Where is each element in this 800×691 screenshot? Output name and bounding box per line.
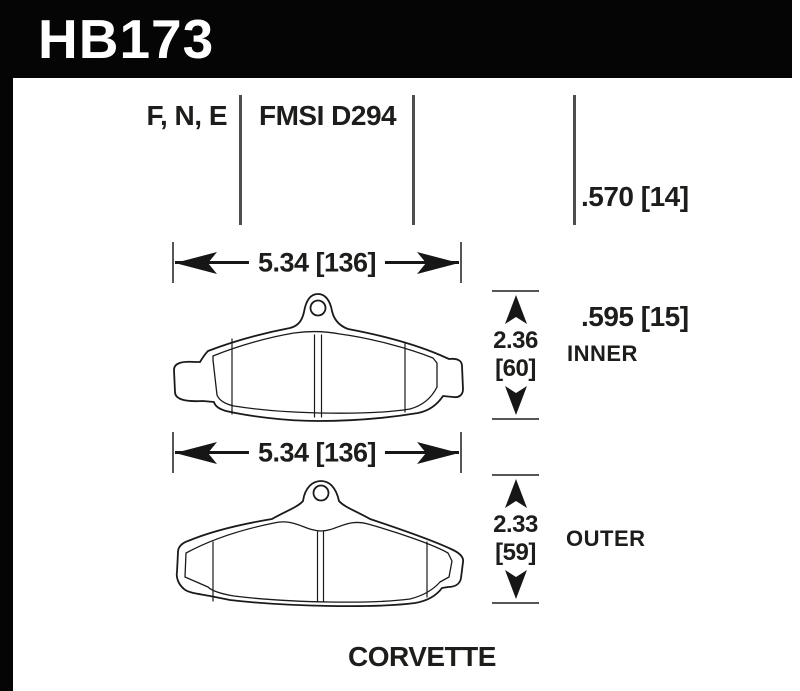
friction-material-outline: [212, 330, 438, 414]
inner-height-mm: [60]: [495, 355, 536, 382]
dimension-tick: [172, 242, 174, 283]
inner-height-inches: 2.36: [493, 327, 538, 354]
inner-pad-drawing: [173, 293, 464, 422]
column-divider-2: [412, 95, 415, 225]
outer-height-inches: 2.33: [493, 511, 538, 538]
column-divider-3: [573, 95, 576, 225]
dimension-tick: [172, 432, 174, 473]
inner-height-dimension: 2.36 [60]: [492, 290, 539, 420]
arrowhead-up-icon: [504, 479, 527, 508]
dimension-tick: [460, 432, 462, 473]
left-border-strip: [0, 78, 13, 691]
arrowhead-right-icon: [417, 442, 459, 464]
inner-pad-label: INNER: [567, 341, 638, 366]
dimension-tick: [492, 602, 539, 604]
friction-material-outline: [184, 521, 453, 603]
vehicle-name: CORVETTE: [348, 641, 496, 672]
dimension-tick: [492, 290, 539, 292]
arrowhead-left-icon: [175, 442, 217, 464]
outer-pad-label: OUTER: [566, 526, 646, 551]
arrowhead-down-icon: [504, 386, 527, 415]
arrowhead-down-icon: [504, 570, 527, 599]
outer-width-value: 5.34 [136]: [248, 437, 386, 468]
dimension-tick: [460, 242, 462, 283]
pad-thickness: .570 [14] .595 [15]: [581, 97, 689, 417]
arrowhead-up-icon: [504, 295, 527, 324]
mounting-hole: [309, 299, 327, 317]
mounting-hole: [312, 484, 330, 502]
pad-thickness-line2: .595 [15]: [581, 301, 689, 332]
outer-height-mm: [59]: [495, 539, 536, 566]
dimension-tick: [492, 418, 539, 420]
pad-backing-outline: [175, 480, 465, 608]
arrowhead-left-icon: [175, 252, 217, 274]
outer-height-dimension: 2.33 [59]: [492, 474, 539, 604]
dimension-tick: [492, 474, 539, 476]
part-number-banner: HB173: [0, 0, 792, 78]
compound-codes: F, N, E: [146, 100, 227, 131]
inner-width-value: 5.34 [136]: [248, 247, 386, 278]
outer-width-dimension: 5.34 [136]: [172, 432, 462, 473]
outer-pad-drawing: [175, 480, 465, 608]
part-number: HB173: [38, 8, 215, 70]
pad-backing-outline: [173, 293, 464, 422]
column-divider-1: [239, 95, 242, 225]
arrowhead-right-icon: [417, 252, 459, 274]
fmsi-number: FMSI D294: [259, 100, 397, 131]
inner-width-dimension: 5.34 [136]: [172, 242, 462, 283]
pad-thickness-line1: .570 [14]: [581, 181, 689, 212]
